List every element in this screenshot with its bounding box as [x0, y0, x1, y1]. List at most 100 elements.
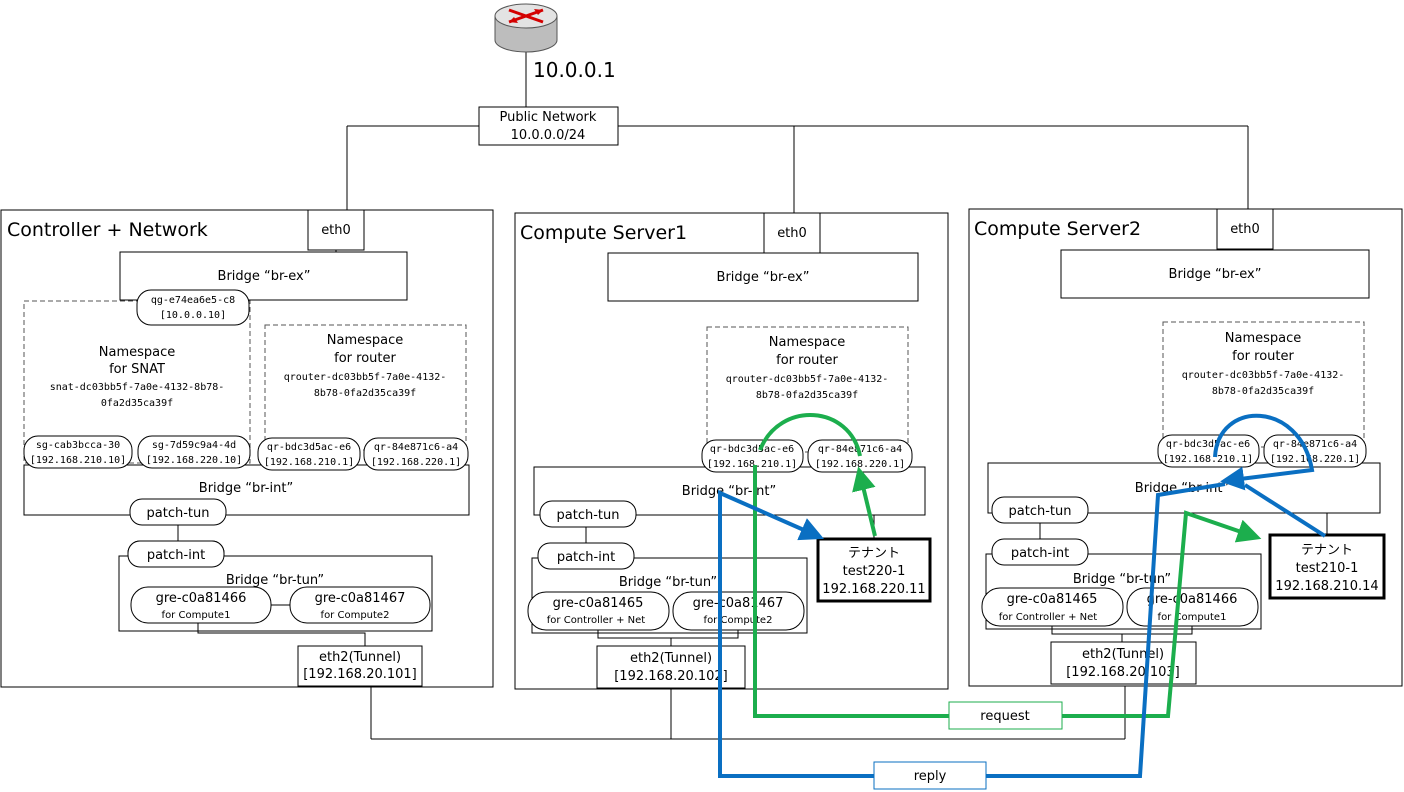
- public-network-cidr: 10.0.0.0/24: [511, 128, 586, 143]
- compute2-router-ns-line4: 8b78-0fa2d35ca39f: [1212, 386, 1314, 397]
- controller-router-ns-line1: Namespace: [327, 333, 404, 348]
- compute1-node: Compute Server1 eth0 Bridge “br-ex” Name…: [514, 212, 949, 690]
- controller-qr-port-1: [257, 437, 361, 471]
- controller-router-ns-line3: qrouter-dc03bb5f-7a0e-4132-: [284, 372, 447, 383]
- compute2-gre-1-sub: for Controller + Net: [999, 612, 1097, 623]
- compute2-br-ex: [1060, 249, 1370, 299]
- snat-ns-line3: snat-dc03bb5f-7a0e-4132-8b78-: [50, 382, 225, 393]
- svg-text:patch-int: patch-int: [147, 548, 205, 563]
- compute1-router-ns-line3: qrouter-dc03bb5f-7a0e-4132-: [726, 374, 889, 385]
- compute1-router-ns-line4: 8b78-0fa2d35ca39f: [756, 390, 858, 401]
- sg-port-1-ip: [192.168.210.10]: [30, 455, 126, 466]
- compute2-node: Compute Server2 eth0 Bridge “br-ex” Name…: [968, 208, 1403, 687]
- compute2-qr-port-2: [1263, 434, 1367, 468]
- router-ip: 10.0.0.1: [533, 58, 616, 82]
- controller-gre-1-sub: for Compute1: [162, 610, 231, 621]
- compute2-br-tun-label: Bridge “br-tun”: [1073, 572, 1171, 587]
- qg-port-name: qg-e74ea6e5-c8: [151, 295, 235, 306]
- controller-eth2: [297, 645, 423, 687]
- router-icon: [494, 3, 558, 53]
- sg-port-1: [23, 435, 133, 469]
- controller-br-int-label: Bridge “br-int”: [199, 481, 293, 496]
- compute2-router-ns-line1: Namespace: [1225, 331, 1302, 346]
- compute1-eth0-label: eth0: [777, 226, 807, 241]
- compute1-qr-port-1: [701, 439, 804, 473]
- compute1-vm-name: test220-1: [843, 564, 906, 579]
- qg-port: [136, 289, 250, 326]
- controller-qr-port-1-ip: [192.168.210.1]: [264, 457, 354, 468]
- compute1-gre-2-name: gre-c0a81467: [693, 596, 784, 611]
- compute1-br-ex: [607, 252, 919, 302]
- compute2-vm-ip: 192.168.210.14: [1275, 579, 1378, 594]
- snat-ns-line4: 0fa2d35ca39f: [101, 398, 173, 409]
- compute2-eth2-name: eth2(Tunnel): [1082, 647, 1164, 662]
- compute2-br-int-label: Bridge “br-int”: [1135, 481, 1229, 496]
- controller-patch-tun-label: patch-tun: [147, 506, 210, 521]
- compute2-title: Compute Server2: [974, 218, 1141, 240]
- compute1-br-int-label: Bridge “br-int”: [682, 484, 776, 499]
- tunnel-network-wires: [370, 686, 1126, 740]
- compute1-qr-port-2-ip: [192.168.220.1]: [815, 459, 905, 470]
- compute2-gre-2-sub: for Compute1: [1158, 612, 1227, 623]
- controller-title: Controller + Network: [7, 219, 208, 241]
- compute1-gre-1-sub: for Controller + Net: [547, 615, 645, 626]
- compute2-router-ns-line3: qrouter-dc03bb5f-7a0e-4132-: [1182, 370, 1345, 381]
- reply-arc: [1213, 413, 1315, 491]
- request-arrow-to-compute2: [753, 465, 1262, 718]
- compute2-gre-2-name: gre-c0a81466: [1147, 592, 1238, 607]
- snat-ns-line1: Namespace: [99, 345, 176, 360]
- compute2-patch-tun-label: patch-tun: [1009, 504, 1072, 519]
- request-arrow-vm-to-qr: [852, 466, 877, 537]
- compute1-patch-tun: [539, 500, 637, 528]
- controller-qr-port-2: [363, 437, 469, 471]
- compute1-router-ns-line1: Namespace: [769, 335, 846, 350]
- compute1-router-namespace: [706, 326, 909, 453]
- compute2-router-namespace: [1162, 321, 1365, 448]
- controller-gre-2-sub: for Compute2: [321, 610, 390, 621]
- compute2-router-ns-line2: for router: [1232, 349, 1294, 364]
- compute2-patch-int: [991, 538, 1089, 566]
- compute1-router-ns-line2: for router: [776, 353, 838, 368]
- compute2-qr-port-1-ip: [192.168.210.1]: [1163, 454, 1253, 465]
- controller-eth2-ip: [192.168.20.101]: [303, 667, 417, 682]
- compute2-vm-name: test210-1: [1296, 561, 1359, 576]
- compute2-patch-int-label: patch-int: [1011, 546, 1069, 561]
- request-label: request: [980, 709, 1029, 724]
- compute1-patch-int: [537, 542, 635, 570]
- controller-qr-port-2-name: qr-84e871c6-a4: [374, 442, 458, 453]
- controller-qr-port-2-ip: [192.168.220.1]: [371, 457, 461, 468]
- compute1-gre-2-sub: for Compute2: [704, 615, 773, 626]
- request-label-box: [948, 701, 1063, 730]
- controller-br-ex-label: Bridge “br-ex”: [218, 269, 311, 284]
- controller-eth0-label: eth0: [321, 223, 351, 238]
- compute1-vm-label: テナント: [848, 546, 900, 561]
- compute2-qr-port-1-name: qr-bdc3d5ac-e6: [1166, 439, 1250, 450]
- compute2-vm-label: テナント: [1301, 543, 1353, 558]
- public-network-box: [478, 106, 619, 146]
- compute2-qr-port-2-name: qr-84e871c6-a4: [1273, 439, 1357, 450]
- controller-qr-port-1-name: qr-bdc3d5ac-e6: [267, 442, 351, 453]
- request-arc: [758, 413, 862, 457]
- compute2-qr-port-1: [1157, 434, 1260, 468]
- controller-br-tun-label: Bridge “br-tun”: [226, 573, 324, 588]
- request-flow: [753, 413, 1262, 718]
- compute1-br-tun-label: Bridge “br-tun”: [619, 575, 717, 590]
- compute2-eth0: [1216, 208, 1274, 250]
- reply-vm-to-qr: [1243, 483, 1327, 538]
- compute1-eth0: [763, 212, 821, 254]
- compute2-br-ex-label: Bridge “br-ex”: [1169, 267, 1262, 282]
- compute2-qr-port-2-ip: [192.168.220.1]: [1270, 454, 1360, 465]
- sg-port-2: [137, 435, 251, 469]
- controller-br-int: [23, 464, 470, 516]
- public-network-name: Public Network: [500, 110, 597, 125]
- compute1-title: Compute Server1: [520, 222, 687, 244]
- compute2-gre-1-name: gre-c0a81465: [1007, 592, 1098, 607]
- reply-label: reply: [914, 769, 947, 784]
- compute2-eth2-ip: [192.168.20.103]: [1066, 665, 1180, 680]
- compute2-tenant-vm: [1268, 533, 1386, 600]
- qg-port-ip: [10.0.0.10]: [160, 310, 226, 321]
- compute2-eth0-label: eth0: [1230, 222, 1260, 237]
- compute1-gre-1-name: gre-c0a81465: [553, 596, 644, 611]
- compute1-tenant-vm: [816, 537, 932, 603]
